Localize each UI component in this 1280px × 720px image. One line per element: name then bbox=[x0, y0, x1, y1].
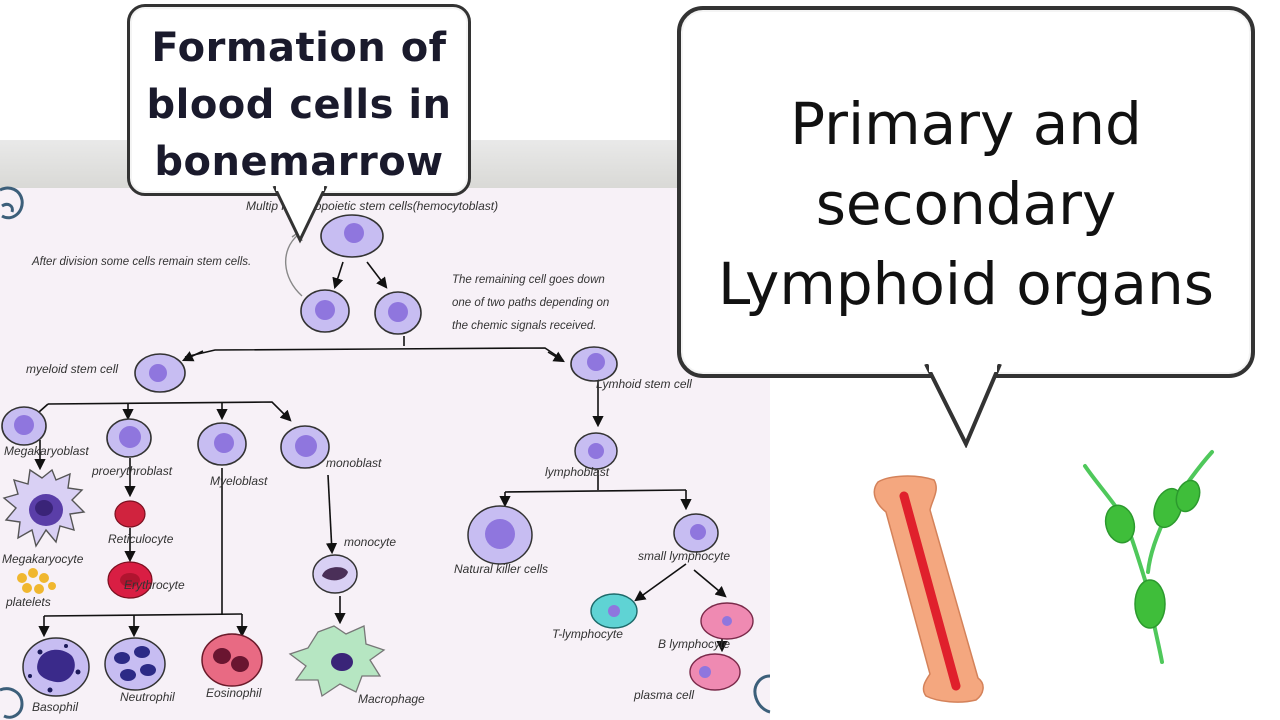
eosinophil-label: Eosinophil bbox=[206, 686, 262, 700]
neutrophil-cell bbox=[104, 637, 166, 691]
right-title-line-3: Lymphoid organs bbox=[718, 250, 1214, 318]
myeloid-stem-cell bbox=[134, 353, 186, 393]
proerythroblast-label: proerythroblast bbox=[92, 464, 173, 478]
platelets-cluster bbox=[17, 568, 56, 594]
left-bubble-tail bbox=[272, 186, 328, 244]
megakaryoblast-cell bbox=[1, 406, 47, 446]
title-bubble-left: Formation of blood cells in bonemarrow bbox=[127, 4, 471, 196]
small-lymphocyte-cell bbox=[673, 513, 719, 553]
macrophage-label: Macrophage bbox=[358, 692, 425, 706]
lymphoid-stem-cell bbox=[570, 346, 618, 382]
natural-killer-cell bbox=[467, 505, 533, 565]
left-title-line-3: bonemarrow bbox=[154, 139, 444, 185]
right-bubble-tail bbox=[924, 364, 1002, 448]
t-lymphocyte-cell bbox=[590, 593, 638, 629]
myeloblast-label: Myeloblast bbox=[210, 474, 268, 488]
neutrophil-label: Neutrophil bbox=[120, 690, 175, 704]
basophil-cell bbox=[22, 637, 90, 697]
right-note-line-1: The remaining cell goes down bbox=[452, 274, 605, 286]
basophil-label: Basophil bbox=[32, 700, 79, 714]
reticulocyte-label: Reticulocyte bbox=[108, 532, 174, 546]
platelets-label: platelets bbox=[6, 595, 51, 609]
macrophage-cell bbox=[288, 625, 386, 698]
plasma-cell bbox=[689, 653, 741, 691]
daughter-stem-cell-right bbox=[374, 291, 422, 335]
daughter-stem-cell-left bbox=[300, 289, 350, 333]
myeloid-stem-cell-label: myeloid stem cell bbox=[26, 362, 119, 376]
left-title-line-2: blood cells in bbox=[146, 82, 452, 128]
right-note-line-2: one of two paths depending on bbox=[452, 297, 610, 309]
b-lymphocyte-cell bbox=[700, 602, 754, 640]
lymph-node-icon bbox=[1083, 450, 1214, 664]
left-title-line-1: Formation of bbox=[151, 25, 447, 71]
plasma-cell-label: plasma cell bbox=[634, 688, 695, 702]
monoblast-label: monoblast bbox=[326, 456, 382, 470]
left-note: After division some cells remain stem ce… bbox=[32, 256, 252, 268]
lymphoid-stem-cell-label: Lymhoid stem cell bbox=[596, 377, 692, 391]
monoblast-cell bbox=[280, 425, 330, 469]
corner-ornament-tl bbox=[0, 186, 24, 220]
corner-ornament-br bbox=[753, 674, 771, 714]
myeloblast-cell bbox=[197, 422, 247, 466]
megakaryocyte-cell bbox=[2, 468, 86, 548]
erythrocyte-cell bbox=[107, 561, 153, 599]
lymphoblast-cell bbox=[574, 432, 618, 470]
title-bubble-right: Primary and secondary Lymphoid organs bbox=[677, 6, 1255, 378]
t-lymphocyte-label: T-lymphocyte bbox=[552, 627, 623, 641]
lymphoblast-label: lymphoblast bbox=[545, 465, 610, 479]
megakaryocyte-label: Megakaryocyte bbox=[2, 552, 84, 566]
natural-killer-label: Natural killer cells bbox=[454, 562, 549, 576]
corner-ornament-bl bbox=[0, 687, 24, 719]
reticulocyte-cell bbox=[114, 500, 146, 528]
monocyte-label: monocyte bbox=[344, 535, 397, 549]
monocyte-cell bbox=[312, 554, 358, 594]
eosinophil-cell bbox=[201, 633, 263, 687]
right-title-line-2: secondary bbox=[815, 170, 1117, 238]
bone-icon bbox=[873, 475, 984, 703]
right-note-line-3: the chemic signals received. bbox=[452, 320, 597, 332]
b-lymphocyte-label: B lymphocyte bbox=[658, 637, 731, 651]
erythrocyte-label: Erythrocyte bbox=[124, 578, 185, 592]
small-lymphocyte-label: small lymphocyte bbox=[638, 549, 731, 563]
right-title-line-1: Primary and bbox=[790, 90, 1142, 158]
hemocytoblast-cell bbox=[320, 214, 384, 258]
proerythroblast-cell bbox=[106, 418, 152, 458]
megakaryoblast-label: Megakaryoblast bbox=[4, 444, 89, 458]
